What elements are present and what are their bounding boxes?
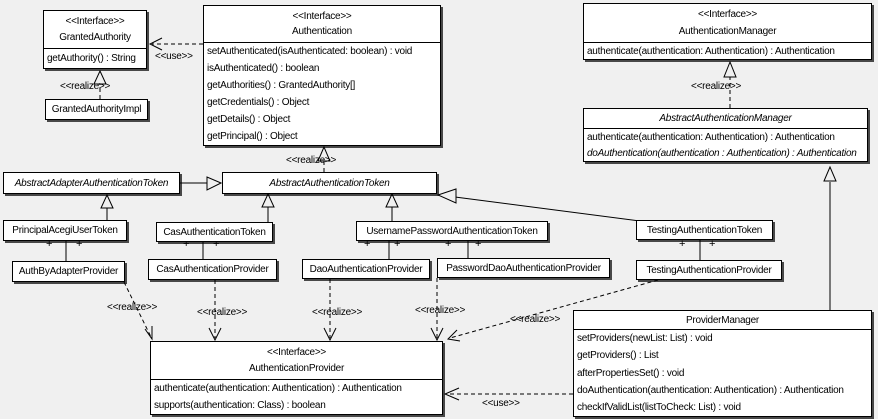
class-name: GrantedAuthorityImpl [51,104,142,115]
method-row: checkIfValidList(listToCheck: List) : vo… [577,401,741,413]
method-row: getAuthorities() : GrantedAuthority[] [207,80,356,91]
multiplicity-label: + [364,238,371,250]
method-row: doAuthentication(authentication : Authen… [587,147,857,159]
method-row: getPrincipal() : Object [207,131,298,142]
realize-label: <<realize>> [60,81,111,92]
class-authentication-provider[interactable]: <<Interface>> AuthenticationProvider aut… [150,341,443,415]
class-name: TestingAuthenticationToken [646,224,763,236]
multiplicity-label: + [394,238,401,250]
class-principal-acegi-user-token[interactable]: PrincipalAcegiUserToken [3,220,127,241]
class-name: PrincipalAcegiUserToken [12,225,118,236]
stereotype-label: <<Interface>> [697,9,758,21]
class-name: UsernamePasswordAuthenticationToken [366,225,538,237]
method-row: doAuthentication(authentication: Authent… [577,384,844,396]
realize-label: <<realize>> [107,302,158,313]
stereotype-label: <<Interface>> [292,10,352,22]
class-name: CasAuthenticationProvider [156,264,269,275]
realize-label: <<realize>> [415,305,466,316]
class-name: DaoAuthenticationProvider [309,263,423,275]
class-testing-authentication-provider[interactable]: TestingAuthenticationProvider [636,260,782,280]
class-name: PasswordDaoAuthenticationProvider [446,262,601,274]
class-username-password-authentication-token[interactable]: UsernamePasswordAuthenticationToken [356,221,548,241]
class-abstract-adapter-authentication-token[interactable]: AbstractAdapterAuthenticationToken [3,172,180,194]
class-auth-by-adapter-provider[interactable]: AuthByAdapterProvider [12,261,125,282]
method-row: getDetails() : Object [207,114,291,125]
edge-gen-casauthenticationtoken [261,192,275,222]
realize-label: <<realize>> [286,155,337,166]
class-authentication[interactable]: <<Interface>> Authentication setAuthenti… [203,5,441,146]
method-row: isAuthenticated() : boolean [207,63,320,74]
multiplicity-label: + [76,238,83,250]
class-authentication-manager[interactable]: <<Interface>> AuthenticationManager auth… [583,3,872,60]
class-testing-authentication-token[interactable]: TestingAuthenticationToken [636,220,773,240]
method-row: authenticate(authentication: Authenticat… [154,383,402,394]
realize-label: <<realize>> [691,81,742,92]
realize-label: <<realize>> [312,307,363,318]
multiplicity-label: + [183,238,190,250]
realize-label: <<realize>> [510,314,561,325]
method-row: afterPropertiesSet() : void [577,367,685,379]
multiplicity-label: + [679,238,686,250]
method-row: supports(authentication: Class) : boolea… [154,400,326,411]
multiplicity-label: + [709,238,716,250]
class-dao-authentication-provider[interactable]: DaoAuthenticationProvider [302,259,430,279]
class-granted-authority-impl[interactable]: GrantedAuthorityImpl [45,99,148,120]
class-password-dao-authentication-provider[interactable]: PasswordDaoAuthenticationProvider [437,258,610,278]
edge-gen-providermanager [823,165,837,310]
stereotype-label: <<Interface>> [65,16,125,27]
class-name: AbstractAuthenticationManager [659,113,792,124]
class-name: Authentication [292,26,352,38]
method-row: authenticate(authentication: Authenticat… [587,45,835,57]
class-cas-authentication-token[interactable]: CasAuthenticationToken [156,222,273,242]
class-name: AbstractAdapterAuthenticationToken [14,177,169,189]
use-label: <<use>> [482,398,520,409]
edge-gen-usernamepasswordtoken [385,192,399,221]
method-row: getProviders() : List [577,350,659,362]
stereotype-label: <<Interface>> [266,347,327,358]
edge-gen-testingauthenticationtoken [436,188,641,222]
class-granted-authority[interactable]: <<Interface>> GrantedAuthority getAuthor… [43,10,147,69]
class-name: GrantedAuthority [59,32,131,43]
multiplicity-label: + [475,238,482,250]
method-row: setProviders(newList: List) : void [577,333,713,345]
method-row: setAuthenticated(isAuthenticated: boolea… [207,46,413,57]
multiplicity-label: + [213,238,220,250]
class-name: ProviderManager [686,314,759,326]
method-row: authenticate(authentication: Authenticat… [587,131,835,143]
class-name: AbstractAuthenticationToken [269,177,390,189]
method-row: getAuthority() : String [47,53,136,64]
class-name: TestingAuthenticationProvider [646,264,772,276]
edge-gen-abstractadapter [180,176,223,191]
method-row: getCredentials() : Object [207,97,310,108]
class-name: AuthenticationManager [678,25,777,37]
edge-gen-principalacegiusertoken [100,193,114,220]
class-name: CasAuthenticationToken [163,226,266,238]
class-abstract-authentication-manager[interactable]: AbstractAuthenticationManager authentica… [583,108,868,162]
class-name: AuthenticationProvider [248,363,345,374]
realize-label: <<realize>> [197,307,248,318]
class-cas-authentication-provider[interactable]: CasAuthenticationProvider [148,259,277,280]
multiplicity-label: + [445,238,452,250]
class-name: AuthByAdapterProvider [18,266,119,277]
edge-use-authentication-grantedauthority [148,37,203,51]
class-abstract-authentication-token[interactable]: AbstractAuthenticationToken [222,172,437,194]
multiplicity-label: + [46,238,53,250]
class-provider-manager[interactable]: ProviderManager setProviders(newList: Li… [573,310,872,417]
use-label: <<use>> [155,51,193,62]
